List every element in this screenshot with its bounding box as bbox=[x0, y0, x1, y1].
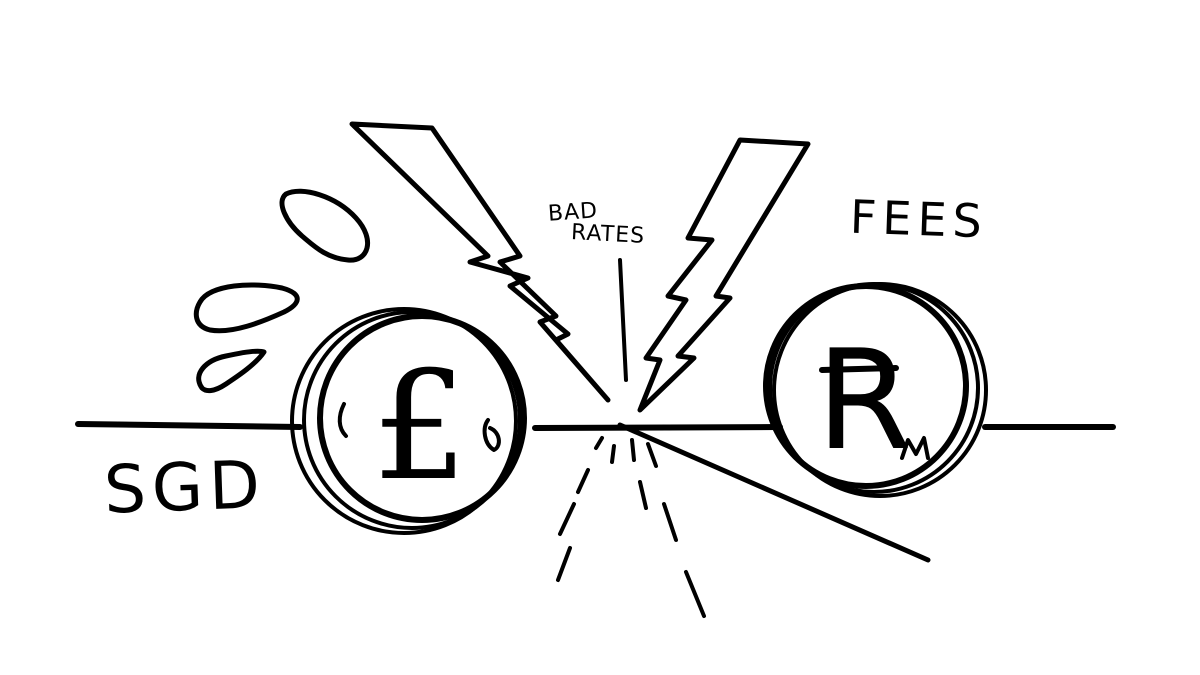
baseline bbox=[75, 421, 1116, 563]
ringgit-coin-icon bbox=[763, 282, 988, 498]
pound-symbol: £ bbox=[372, 340, 467, 514]
pound-coin-icon bbox=[290, 307, 527, 535]
impact-sparks bbox=[556, 258, 706, 618]
ringgit-symbol: R bbox=[816, 320, 912, 481]
fees-label: FEES bbox=[849, 189, 989, 249]
ringgit-strike bbox=[819, 365, 899, 373]
rates-label: RATES bbox=[570, 220, 646, 249]
sweat-drop-icon bbox=[193, 188, 370, 394]
lightning-bolt-icon bbox=[349, 121, 811, 413]
source-currency-label: SGD bbox=[102, 446, 268, 529]
